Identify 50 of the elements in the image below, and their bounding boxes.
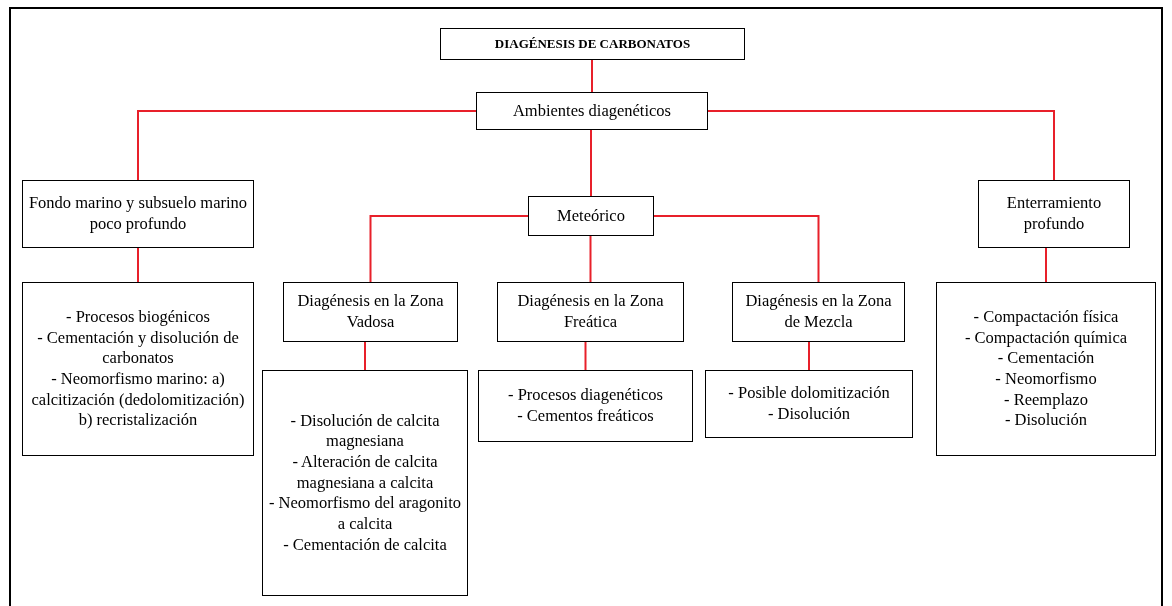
box-text: - Procesos diagenéticos <box>508 385 663 406</box>
box-text: Diagénesis en la Zona Freática <box>516 291 665 333</box>
connector-line <box>590 129 592 197</box>
process-box <box>497 282 684 342</box>
box-text: Fondo marino y subsuelo marino poco profundo <box>27 193 249 235</box>
box-text: - Cementación <box>997 348 1095 369</box>
box-text: - Procesos biogénicos <box>66 307 210 328</box>
process-box <box>528 196 654 236</box>
process-box <box>936 282 1156 456</box>
box-text: - Compactación física <box>973 307 1119 328</box>
box-text: - Neomorfismo del aragonito a calcita <box>268 493 462 535</box>
box-text: - Disolución de calcita magnesiana <box>289 410 441 453</box>
process-box <box>22 282 254 456</box>
connector-line <box>369 215 529 283</box>
connector-line <box>591 59 593 93</box>
connector-line <box>1045 247 1047 283</box>
box-text: - Cementación de calcita <box>283 534 447 556</box>
connector-line <box>808 341 810 371</box>
box-text: - Neomorfismo marino: a) calcitización (dedolomitización) b) recristalización <box>30 369 246 431</box>
connector-line <box>589 235 592 283</box>
box-text: Diagénesis en la Zona Vadosa <box>296 291 445 333</box>
box-text: - Compactación química <box>964 327 1128 349</box>
process-box <box>705 370 913 438</box>
process-box <box>262 370 468 596</box>
process-box <box>732 282 905 342</box>
box-text: - Disolución <box>1004 410 1087 431</box>
box-text: - Alteración de calcita magnesiana a calcita <box>291 452 439 494</box>
process-box <box>283 282 458 342</box>
process-box <box>978 180 1130 248</box>
box-text: DIAGÉNESIS DE CARBONATOS <box>494 35 691 53</box>
connector-line <box>584 341 587 371</box>
title-box <box>440 28 745 60</box>
box-text: - Reemplazo <box>1004 389 1088 411</box>
box-text: Diagénesis en la Zona de Mezcla <box>744 291 893 333</box>
box-text: - Cementos freáticos <box>517 406 654 427</box>
connector-line <box>364 341 366 371</box>
process-box <box>476 92 708 130</box>
box-text: - Posible dolomitización <box>728 383 890 404</box>
box-text: Ambientes diagenéticos <box>512 100 672 122</box>
process-box <box>22 180 254 248</box>
process-box <box>478 370 693 442</box>
connector-line <box>137 110 477 181</box>
connector-line <box>137 247 139 283</box>
connector-line <box>707 110 1055 181</box>
box-text: - Neomorfismo <box>995 369 1097 390</box>
box-text: - Disolución <box>767 404 850 425</box>
box-text: Meteórico <box>557 205 625 227</box>
box-text: - Cementación y disolución de carbonatos <box>36 327 240 369</box>
connector-line <box>653 215 820 283</box>
box-text: Enterramiento profundo <box>1005 193 1103 235</box>
